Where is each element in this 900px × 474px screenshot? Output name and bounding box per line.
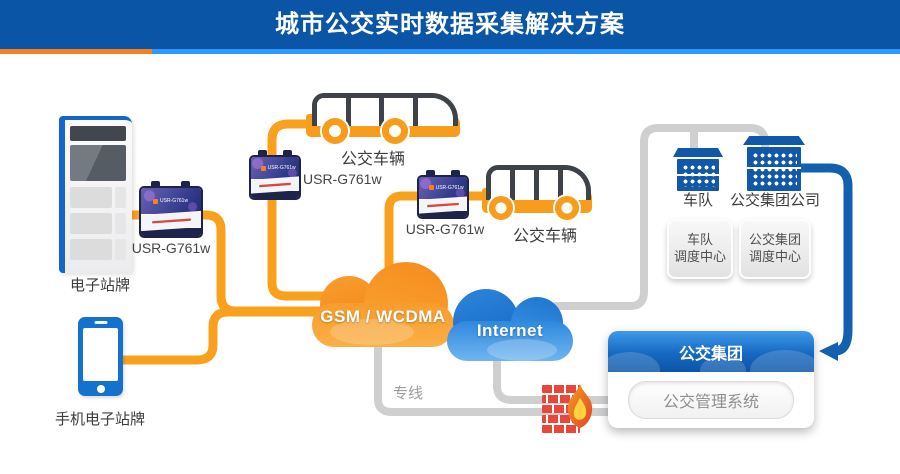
- electronic-stop-sign-kiosk: [59, 116, 132, 273]
- bus-group-panel: 公交集团 公交管理系统: [608, 331, 814, 428]
- fleet-dispatch-center-box: 车队 调度中心: [667, 219, 733, 279]
- header-cloud-deco: [700, 356, 746, 372]
- bus-2: [482, 165, 592, 220]
- internet-to-panel-line: [493, 346, 622, 404]
- bus-roof-windows: [486, 165, 591, 201]
- bus-wheel: [322, 118, 348, 144]
- panel-title: 公交集团: [678, 345, 743, 363]
- device2-to-gsm-line: [267, 192, 357, 301]
- bus-1-label: 公交车辆: [340, 151, 405, 168]
- bus1-to-device2-line: [267, 119, 323, 165]
- device-logo-dot: [153, 198, 158, 204]
- fleet-dispatch-line1: 车队: [686, 232, 713, 248]
- panel-header: 公交集团: [608, 331, 814, 372]
- phone-to-gsm-line: [115, 307, 345, 365]
- company-to-panel-arrow-line: [793, 163, 853, 356]
- page-title: 城市公交实时数据采集解决方案: [275, 11, 625, 38]
- accent-stripe-blue: [152, 49, 900, 54]
- cloud-base: [447, 321, 573, 361]
- phone-home-button: [96, 385, 105, 393]
- internet-cloud-label: Internet: [476, 321, 544, 340]
- company-label: 公交集团公司: [730, 192, 821, 209]
- accent-stripe-orange: [0, 49, 152, 54]
- pill-label: 公交管理系统: [662, 394, 759, 411]
- bus-2-label: 公交车辆: [512, 228, 577, 245]
- building-wall: [747, 147, 801, 191]
- internet-to-buildings-line: [552, 124, 769, 310]
- panel-body: 公交管理系统: [608, 372, 814, 428]
- fleet-dispatch-line2: 调度中心: [673, 249, 726, 264]
- header-cloud-deco: [750, 350, 814, 372]
- gsm-cloud-label: GSM / WCDMA: [320, 306, 446, 326]
- building-band: [677, 173, 719, 176]
- arrowhead: [819, 342, 838, 361]
- kiosk-slot: [70, 239, 126, 260]
- bus-wheel: [382, 118, 408, 144]
- bus-1: [306, 93, 460, 144]
- mobile-phone: [78, 317, 123, 396]
- firewall: [542, 381, 604, 433]
- kiosk-slot: [70, 187, 126, 208]
- device-logo-dot: [428, 185, 434, 191]
- device-chip-text: USR-G761w: [435, 184, 464, 191]
- bus-group-company-building: [743, 136, 805, 191]
- flame-icon: [567, 384, 593, 428]
- header-cloud-deco: [608, 352, 660, 372]
- building-roof: [743, 136, 805, 145]
- usr-g761w-device-3: USR-G761w: [417, 170, 469, 219]
- dedicated-line-label: 专线: [393, 385, 424, 402]
- bus-wheel: [555, 196, 579, 220]
- usr-g761w-device-2: USR-G761w: [249, 150, 301, 200]
- cloud-highlight: [330, 319, 414, 345]
- device-2-label: USR-G761w: [303, 171, 382, 187]
- group-dispatch-center-box: 公交集团 调度中心: [739, 219, 811, 279]
- building-roof: [673, 148, 723, 157]
- usr-g761w-device-1: USR-G761w: [139, 181, 203, 238]
- fleet-building: [673, 148, 723, 191]
- phone-speaker: [94, 321, 107, 324]
- device-1-label: USR-G761w: [131, 240, 211, 256]
- fleet-label: 车队: [682, 192, 713, 209]
- kiosk-label: 电子站牌: [69, 277, 130, 294]
- gsm-dedicated-line: [374, 334, 622, 416]
- device3-to-gsm-line: [384, 191, 425, 290]
- device-3-label: USR-G761w: [405, 221, 485, 237]
- gsm-wcdma-cloud: GSM / WCDMA: [312, 262, 454, 347]
- building-wall: [677, 159, 719, 191]
- bus-management-system: 公交管理系统: [628, 381, 794, 419]
- device-logo-dot: [260, 165, 266, 171]
- phone-screen: [83, 328, 118, 381]
- device-chip-text: USR-G761w: [267, 165, 296, 172]
- bus-wheel: [489, 196, 513, 220]
- kiosk-header-panel: [70, 126, 126, 141]
- kiosk-screen: [70, 145, 126, 181]
- device-chip-text: USR-G761w: [160, 198, 189, 205]
- group-dispatch-line2: 调度中心: [748, 249, 801, 264]
- cloud-base: [312, 303, 454, 347]
- cloud-highlight: [487, 339, 557, 361]
- internet-cloud: Internet: [447, 289, 573, 361]
- phone-label: 手机电子站牌: [54, 411, 145, 428]
- firewall-bricks: [542, 385, 580, 433]
- building-band: [747, 167, 801, 170]
- title-bar: 城市公交实时数据采集解决方案: [0, 0, 900, 49]
- group-dispatch-line1: 公交集团: [748, 232, 801, 248]
- kiosk-slot: [70, 213, 126, 234]
